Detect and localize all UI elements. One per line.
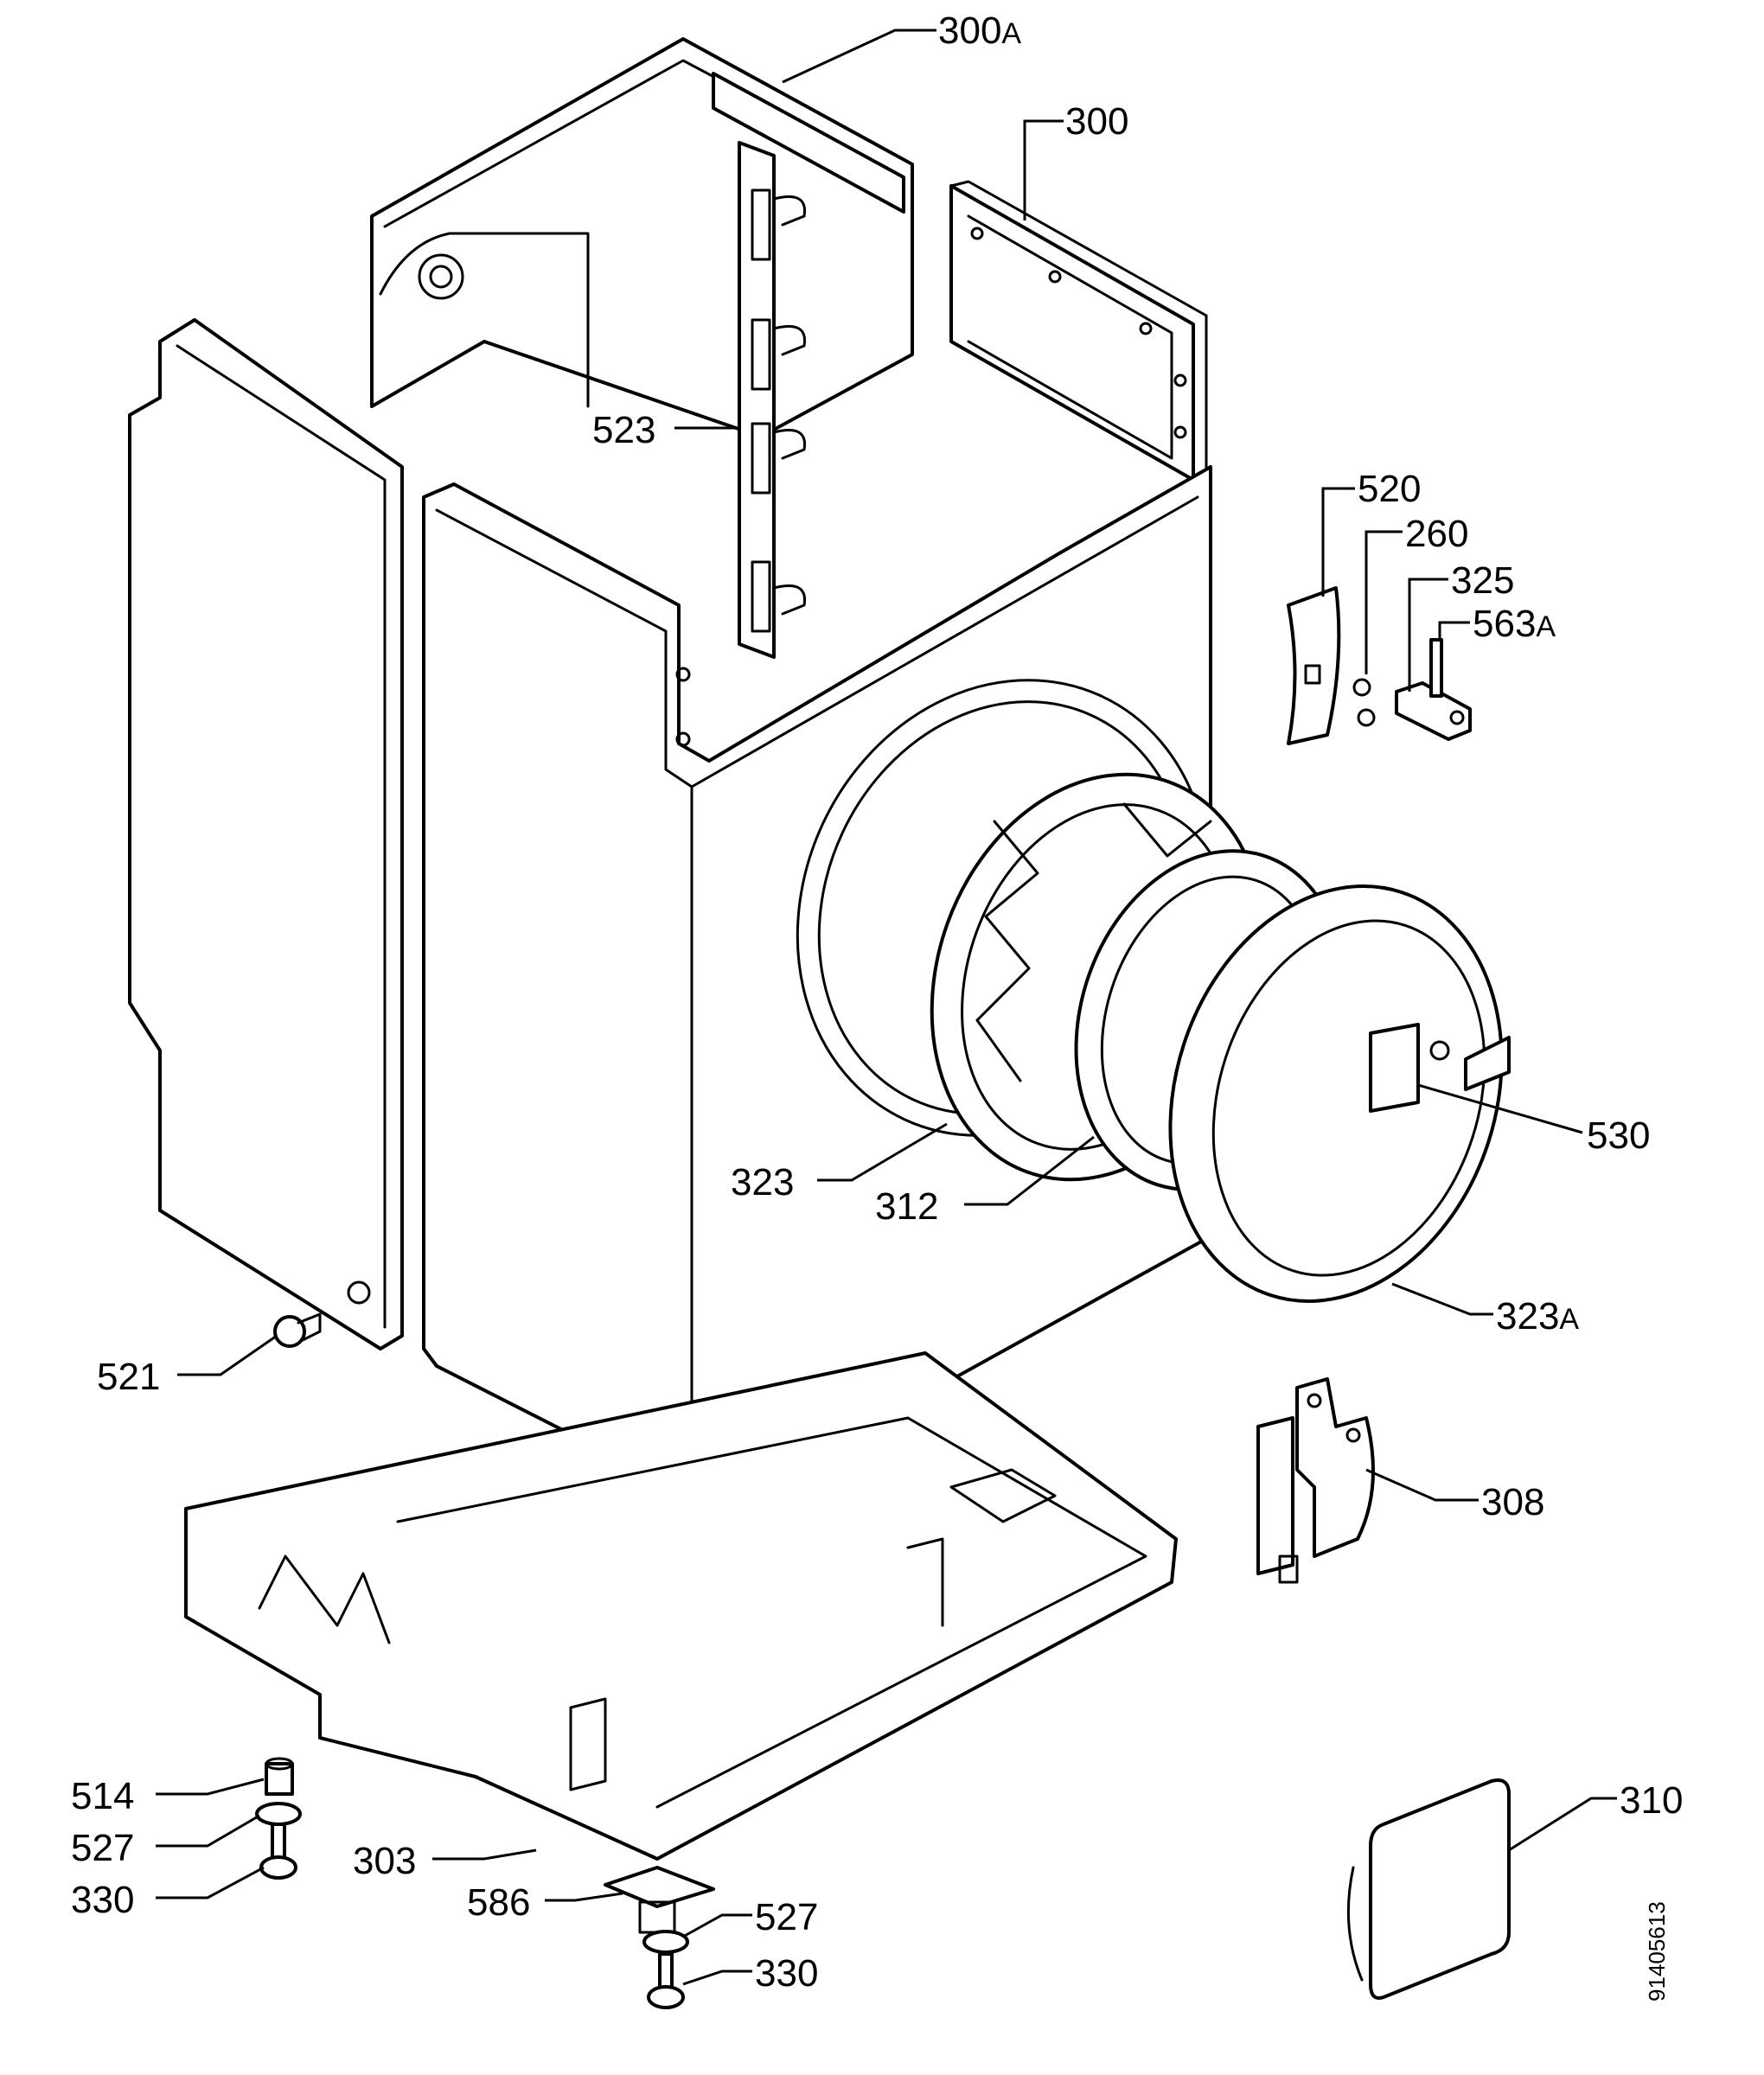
label-303: 303: [353, 1840, 416, 1882]
label-514: 514: [71, 1775, 134, 1817]
label-586: 586: [467, 1881, 530, 1924]
spring-260: [1352, 678, 1376, 727]
screw-521: [273, 1312, 322, 1348]
rail-523: [738, 141, 807, 659]
label-323: 323: [731, 1161, 794, 1204]
label-260: 260: [1405, 513, 1468, 555]
hinge-lever-325: [1395, 681, 1472, 741]
washer-527-right: [642, 1930, 689, 1954]
left-side-panel: [128, 318, 404, 1350]
label-527-right: 527: [755, 1896, 818, 1938]
label-308: 308: [1481, 1481, 1544, 1523]
washer-527-left: [255, 1802, 302, 1826]
label-521: 521: [97, 1356, 160, 1398]
foot-bracket-586: [604, 1866, 715, 1934]
label-520: 520: [1358, 468, 1421, 510]
label-523: 523: [592, 409, 655, 451]
part-labels: 300A 300 523 520 260 325 563A 530 323 31…: [71, 10, 1683, 1995]
door-latch-530: [1369, 1023, 1511, 1113]
back-panel-300A: [370, 37, 914, 438]
side-panel-300: [949, 180, 1208, 486]
label-323A: 323A: [1496, 1295, 1579, 1338]
pin-563A: [1429, 638, 1443, 698]
label-312: 312: [875, 1185, 938, 1228]
label-310: 310: [1620, 1779, 1683, 1822]
hinge-308: [1256, 1377, 1375, 1584]
hinge-cover-520: [1287, 586, 1341, 745]
document-id: 91405613: [1644, 1901, 1670, 2002]
leader-lines: [156, 29, 1617, 1986]
door-323A: [1168, 884, 1504, 1303]
bolt-330-left: [259, 1823, 297, 1880]
label-330-left: 330: [71, 1879, 134, 1921]
front-panel: [422, 465, 1212, 1510]
label-527-left: 527: [71, 1827, 134, 1869]
foot-514: [265, 1757, 294, 1796]
label-563A: 563A: [1473, 603, 1556, 645]
bolt-330-right: [647, 1952, 685, 2009]
cover-plate-310: [1346, 1778, 1511, 2000]
label-300A: 300A: [938, 10, 1021, 52]
label-530: 530: [1587, 1114, 1650, 1157]
label-300: 300: [1065, 100, 1128, 143]
label-330-right: 330: [755, 1952, 818, 1995]
label-325: 325: [1451, 559, 1514, 602]
base-frame-303: [184, 1351, 1178, 1861]
